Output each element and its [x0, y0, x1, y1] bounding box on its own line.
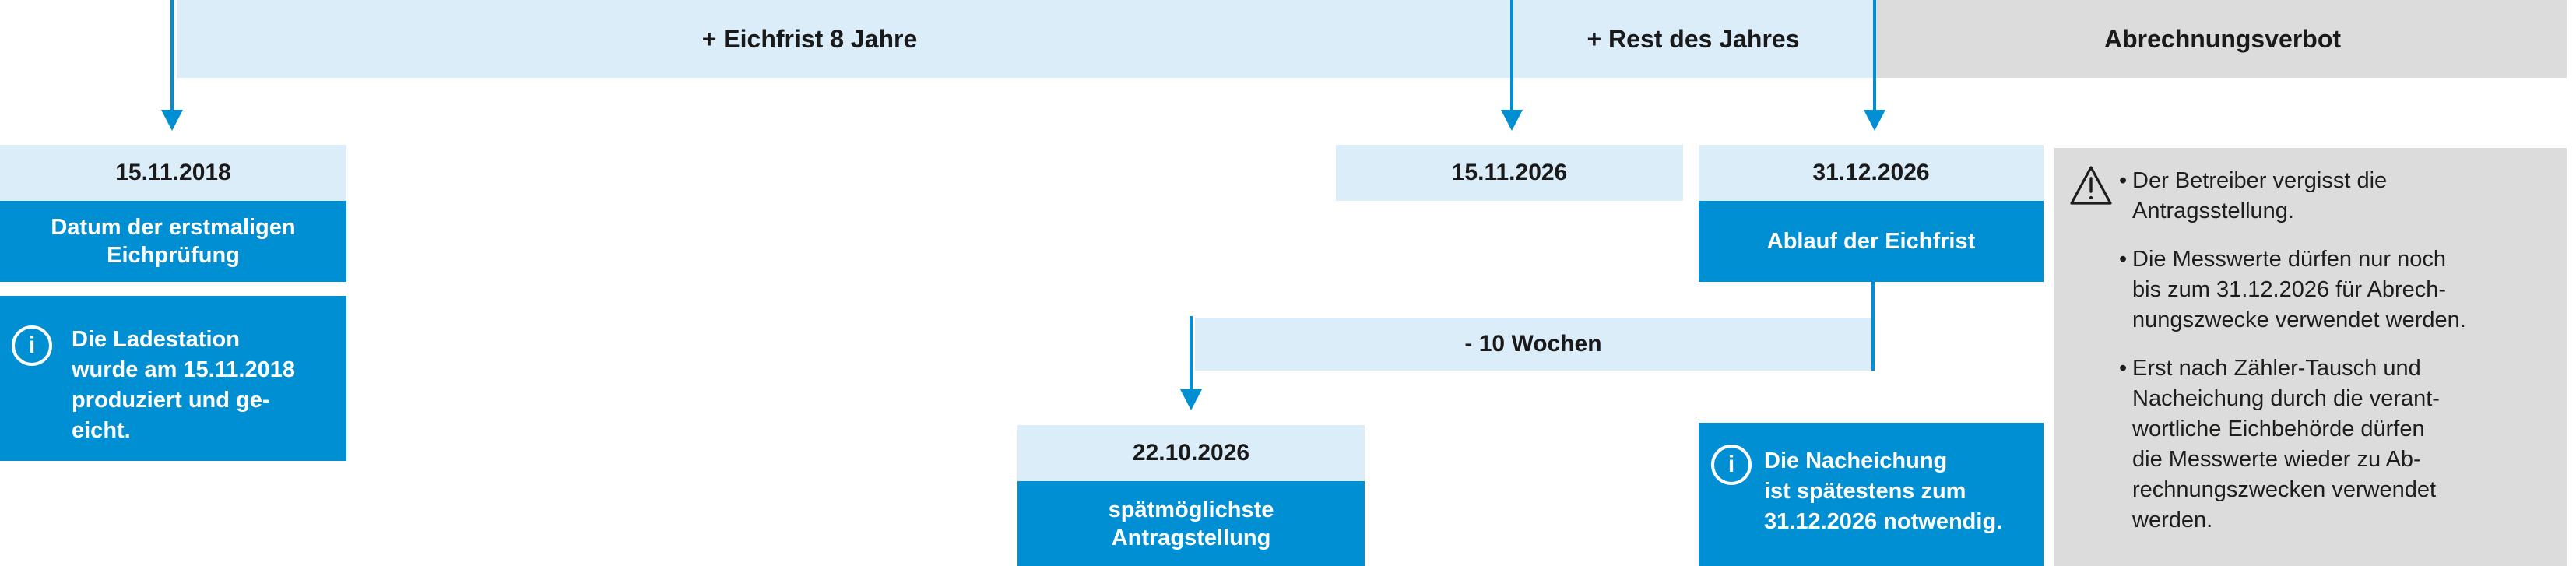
arrow-head-22-10-2026 [1180, 389, 1202, 410]
warning-panel: Der Betreiber vergisst die Antragsstellu… [2054, 148, 2567, 566]
labelbox-erstmalige-eichpruefung: Datum der erstmaligen Eichprüfung [0, 201, 346, 282]
infobox-nacheichung-text: Die Nacheichung ist spätestens zum 31.12… [1764, 448, 2003, 534]
arrow-line-31-12-2026 [1873, 0, 1876, 111]
band-abrechnungsverbot-segment [1875, 0, 2567, 78]
infobox-ladestation-text: Die Ladestation wurde am 15.11.2018 prod… [72, 327, 295, 443]
info-circle-icon: i [12, 325, 52, 366]
infobox-ladestation: i Die Ladestation wurde am 15.11.2018 pr… [0, 296, 346, 461]
duration-bar-label: - 10 Wochen [1464, 331, 1602, 357]
infobox-nacheichung: i Die Nacheichung ist spätestens zum 31.… [1699, 423, 2044, 566]
band-label-eichfrist: + Eichfrist 8 Jahre [701, 24, 918, 53]
arrow-line-22-10-2026 [1190, 316, 1193, 391]
arrow-head-15-11-2026 [1501, 110, 1523, 131]
labelbox-ablauf-der-eichfrist: Ablauf der Eichfrist [1699, 201, 2044, 282]
arrow-head-15-11-2018 [161, 110, 183, 131]
band-label-abrechnungsverbot: Abrechnungsverbot [2103, 24, 2342, 53]
arrow-line-15-11-2018 [170, 0, 174, 111]
band-eichfrist-segment [177, 0, 1875, 78]
warning-bullet-text: Die Messwerte dürfen nur noch bis zum 31… [2132, 247, 2466, 332]
datebox-15-11-2026: 15.11.2026 [1336, 145, 1683, 201]
connector-line-ablauf-to-bar [1871, 282, 1875, 371]
warning-bullet-text: Erst nach Zähler-Tausch und Nacheichung … [2132, 356, 2440, 533]
info-circle-icon: i [1711, 445, 1752, 485]
warning-bullet: Die Messwerte dürfen nur noch bis zum 31… [2119, 244, 2553, 336]
warning-bullet: Erst nach Zähler-Tausch und Nacheichung … [2119, 353, 2553, 536]
labelbox-spaetmoeglichste-antragstellung: spätmöglichste Antragstellung [1017, 481, 1365, 566]
band-label-rest-des-jahres: + Rest des Jahres [1587, 24, 1800, 53]
warning-triangle-icon [2070, 166, 2112, 205]
arrow-head-31-12-2026 [1864, 110, 1885, 131]
datebox-31-12-2026: 31.12.2026 [1699, 145, 2044, 201]
duration-bar-10-wochen: - 10 Wochen [1195, 318, 1871, 371]
warning-bullet-text: Der Betreiber vergisst die Antragsstellu… [2132, 168, 2388, 223]
warning-bullet: Der Betreiber vergisst die Antragsstellu… [2119, 166, 2553, 227]
bullet-dot [2119, 166, 2132, 227]
datebox-15-11-2018: 15.11.2018 [0, 145, 346, 201]
arrow-line-15-11-2026 [1510, 0, 1513, 111]
warning-bullet-list: Der Betreiber vergisst die Antragsstellu… [2119, 166, 2553, 554]
bullet-dot [2119, 244, 2132, 336]
datebox-22-10-2026: 22.10.2026 [1017, 425, 1365, 481]
bullet-dot [2119, 353, 2132, 536]
